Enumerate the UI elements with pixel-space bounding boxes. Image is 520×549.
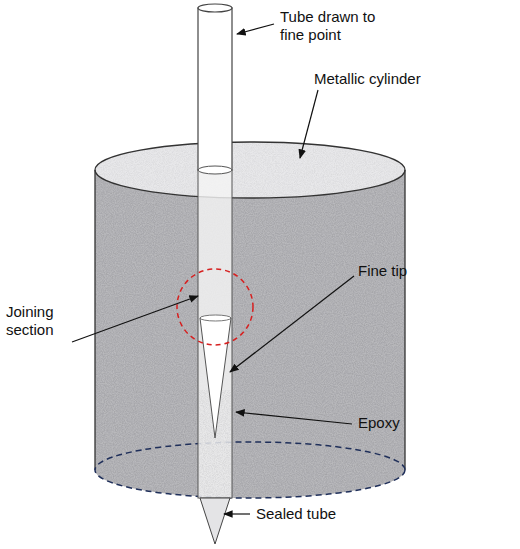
- part-label: Joining section: [6, 303, 72, 339]
- joining-circle: [177, 269, 253, 345]
- tube-hole: [198, 166, 232, 174]
- upper-tube-end: [198, 4, 232, 12]
- leader-arrow: [237, 24, 274, 34]
- part-label: Metallic cylinder: [314, 70, 474, 88]
- part-label: Epoxy: [358, 414, 478, 432]
- fine-tip-rim: [200, 315, 231, 321]
- leader-arrow: [72, 296, 198, 342]
- inner-tube: [198, 170, 232, 498]
- cylinder-texture: [95, 140, 405, 500]
- fine-tip: [200, 318, 231, 438]
- leader-arrow: [236, 412, 352, 424]
- cylinder-top-texture: [95, 140, 405, 200]
- cylinder-top-rim: [95, 142, 405, 198]
- sealed-tube: [200, 498, 230, 544]
- part-label: Fine tip: [358, 262, 478, 280]
- part-label: Tube drawn to fine point: [280, 8, 392, 44]
- upper-tube: [198, 8, 232, 170]
- leader-arrow: [224, 513, 250, 514]
- cylinder-bottom-rim: [95, 442, 405, 498]
- part-label: Sealed tube: [256, 505, 396, 523]
- leader-arrow: [230, 276, 354, 372]
- leader-lines: [72, 24, 354, 514]
- leader-arrow: [300, 90, 318, 158]
